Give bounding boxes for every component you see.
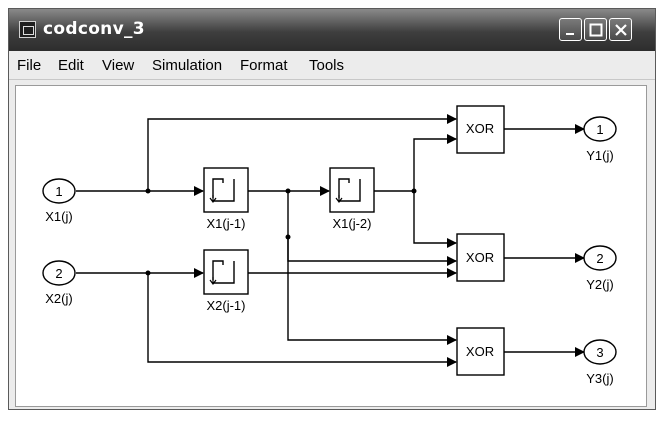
xor-block-3-label: XOR	[466, 344, 494, 359]
unit-delay-icon	[212, 260, 235, 284]
unit-delay-x1-j-1-label: X1(j-1)	[206, 216, 245, 231]
branch-point	[285, 234, 291, 240]
x2-to-xor3-line[interactable]	[147, 273, 457, 367]
minimize-icon	[565, 32, 574, 35]
inport-x1[interactable]: 1 X1(j)	[42, 178, 76, 224]
simulink-window: codconv_3 File Edit View Simulation Form…	[8, 8, 656, 410]
unit-delay-x1-j-2[interactable]: X1(j-2)	[329, 167, 375, 231]
unit-delay-icon	[338, 178, 361, 202]
close-button[interactable]	[609, 18, 632, 41]
signal-lines	[76, 114, 585, 367]
delay-arrow-icon	[209, 195, 217, 203]
unit-delay-x2-j-1[interactable]: X2(j-1)	[203, 249, 249, 313]
unit-delay-x2-j-1-label: X2(j-1)	[206, 298, 245, 313]
title-bar[interactable]: codconv_3	[9, 9, 655, 51]
menu-file[interactable]: File	[17, 57, 42, 74]
x1-to-xor1-line[interactable]	[147, 114, 457, 191]
outport-y3-number: 3	[596, 345, 603, 360]
inport-x2[interactable]: 2 X2(j)	[42, 260, 76, 306]
delay2-to-xor2-line[interactable]	[413, 191, 457, 248]
simulink-app-icon	[19, 21, 36, 38]
outport-y1-number: 1	[596, 122, 603, 137]
inport-x2-label: X2(j)	[45, 291, 72, 306]
outport-y3[interactable]: 3 Y3(j)	[583, 339, 617, 386]
inport-x2-number: 2	[55, 266, 62, 281]
maximize-button[interactable]	[584, 18, 607, 41]
delay-arrow-icon	[209, 277, 217, 285]
delay2-to-xor1-line[interactable]	[413, 134, 457, 191]
inport-x1-number: 1	[55, 184, 62, 199]
menu-simulation[interactable]: Simulation	[152, 57, 223, 74]
block-diagram: 1 X1(j) 2 X2(j) X1(j-1) X1(j-2)	[42, 105, 617, 386]
xor-block-1[interactable]: XOR	[456, 105, 505, 154]
xor-block-1-label: XOR	[466, 121, 494, 136]
minimize-button[interactable]	[559, 18, 582, 41]
outport-y1-label: Y1(j)	[586, 148, 613, 163]
menu-format[interactable]: Format	[240, 57, 288, 74]
xor-block-2-label: XOR	[466, 250, 494, 265]
unit-delay-icon	[212, 178, 235, 202]
inport-x1-label: X1(j)	[45, 209, 72, 224]
branch-point	[285, 188, 291, 194]
menu-view[interactable]: View	[102, 57, 135, 74]
outport-y2-number: 2	[596, 251, 603, 266]
window-title: codconv_3	[43, 19, 145, 39]
unit-delay-x1-j-1[interactable]: X1(j-1)	[203, 167, 249, 231]
outport-y1[interactable]: 1 Y1(j)	[583, 116, 617, 163]
menu-edit[interactable]: Edit	[58, 57, 84, 74]
unit-delay-x1-j-2-label: X1(j-2)	[332, 216, 371, 231]
branch-point	[411, 188, 417, 194]
branch-point	[145, 270, 151, 276]
outport-y2[interactable]: 2 Y2(j)	[583, 245, 617, 292]
xor-block-2[interactable]: XOR	[456, 233, 505, 282]
branch-points	[145, 188, 417, 276]
maximize-icon	[589, 23, 602, 36]
outport-y2-label: Y2(j)	[586, 277, 613, 292]
close-icon	[614, 23, 627, 36]
outport-y3-label: Y3(j)	[586, 371, 613, 386]
diagram-canvas[interactable]: 1 X1(j) 2 X2(j) X1(j-1) X1(j-2)	[15, 85, 647, 407]
delay-arrow-icon	[335, 195, 343, 203]
branch-point	[145, 188, 151, 194]
menu-bar: File Edit View Simulation Format Tools	[9, 51, 655, 80]
menu-tools[interactable]: Tools	[309, 57, 345, 74]
x1-delay1-to-xor3-line[interactable]	[287, 237, 457, 345]
xor-block-3[interactable]: XOR	[456, 327, 505, 376]
